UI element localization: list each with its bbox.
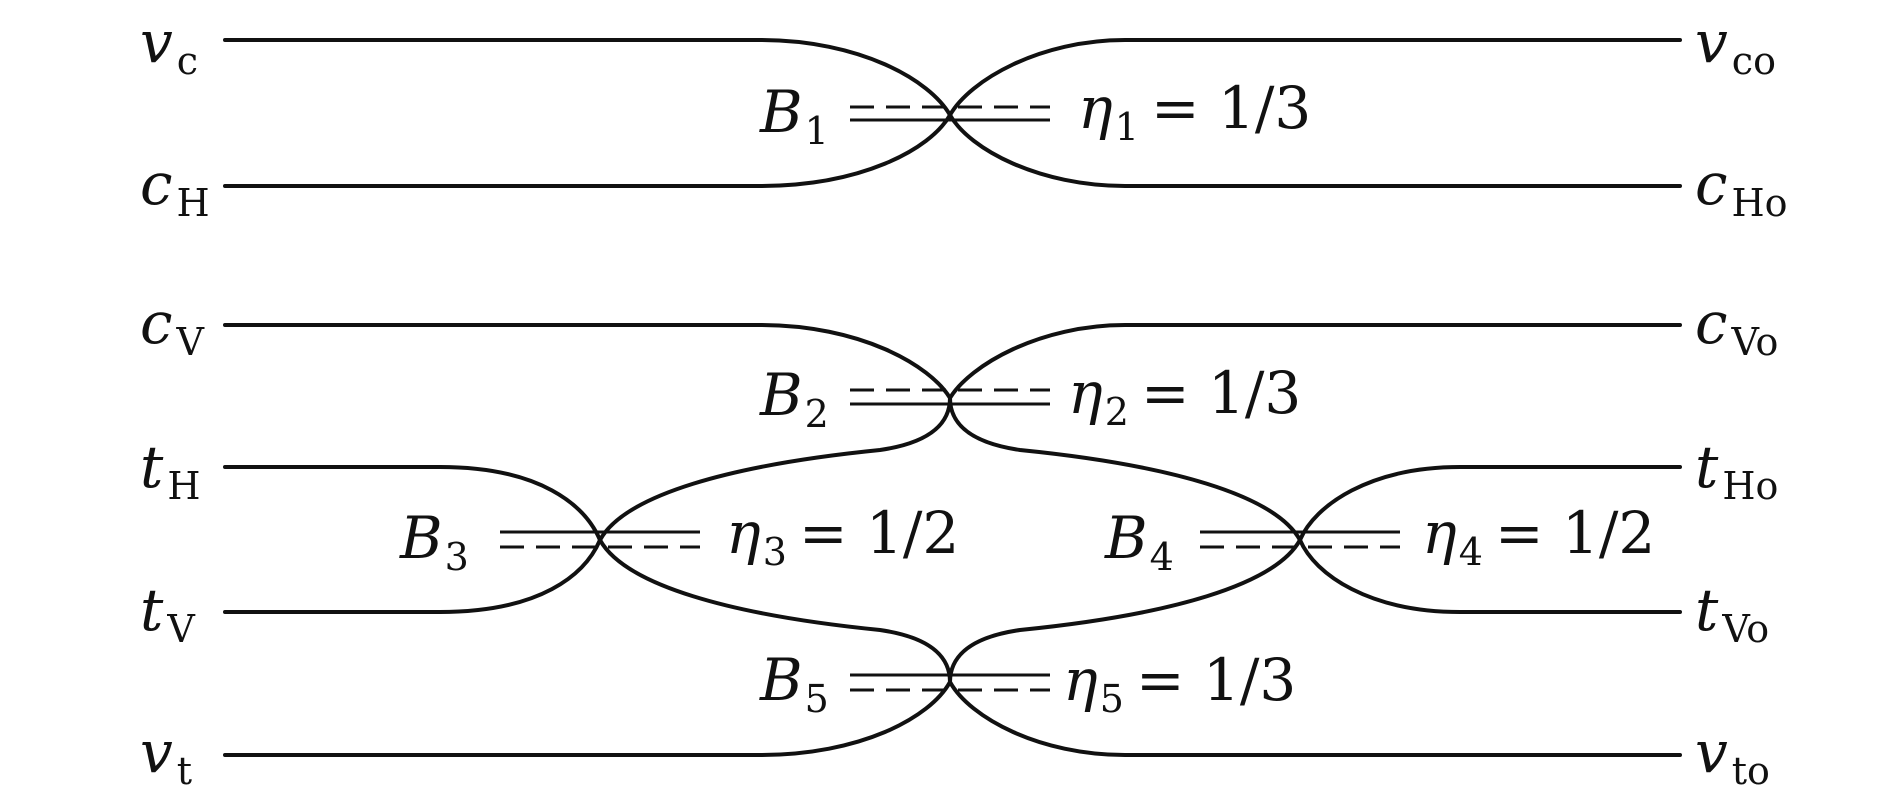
beam-splitter-b5	[850, 673, 1050, 692]
beam-splitter-b2	[850, 388, 1050, 406]
bs-eta-b2: η2= 1/3	[1068, 359, 1301, 434]
bs-name-b2: B2	[759, 361, 829, 436]
bs-name-b4: B4	[1104, 504, 1174, 579]
beam-splitter-b1	[850, 105, 1050, 122]
bs-eta-b3: η3= 1/2	[726, 499, 959, 574]
mode-line-cH	[223, 110, 1682, 188]
bs-eta-b4: η4= 1/2	[1422, 499, 1655, 574]
beam-splitter-b3	[500, 530, 700, 549]
mode-line-cV	[223, 323, 1682, 402]
bs-name-b1: B1	[759, 78, 829, 153]
beam-splitter-b4	[1200, 530, 1400, 549]
bs-name-b5: B5	[759, 646, 829, 721]
bs-eta-b5: η5= 1/3	[1063, 646, 1296, 721]
bs-eta-b1: η1= 1/3	[1078, 74, 1311, 149]
mode-lines	[223, 38, 1682, 757]
mode-line-vc	[223, 38, 1682, 120]
mode-line-vt	[223, 677, 1682, 757]
bs-name-b3: B3	[399, 504, 469, 579]
